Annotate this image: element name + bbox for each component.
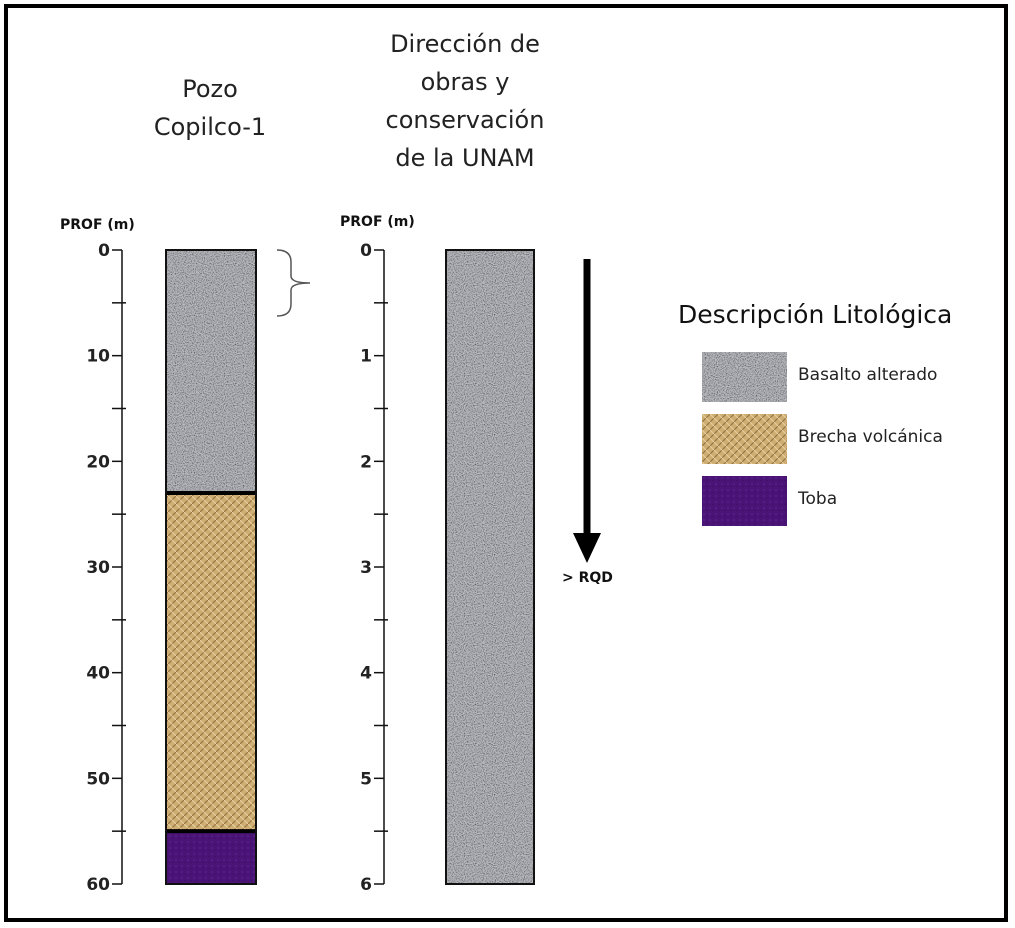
- well1-column: [165, 249, 257, 885]
- column-outline: [165, 249, 257, 885]
- legend-item-toba: Toba: [702, 476, 1002, 526]
- depth-tick-label: 0: [98, 241, 110, 261]
- legend-item-brecha: Brecha volcánica: [702, 414, 1002, 464]
- well2-title-line: de la UNAM: [395, 144, 535, 172]
- rqd-label: > RQD: [562, 570, 613, 586]
- legend-title: Descripción Litológica: [678, 300, 953, 329]
- depth-tick-label: 0: [360, 241, 372, 261]
- depth-tick-label: 20: [86, 452, 110, 472]
- layer-toba: [166, 831, 256, 884]
- well1-title-line: Copilco-1: [153, 113, 267, 141]
- legend-label: Toba: [798, 489, 838, 509]
- depth-tick-label: 4: [360, 664, 372, 684]
- well2-depth-label: PROF (m): [340, 214, 415, 230]
- depth-tick-label: 1: [360, 347, 372, 367]
- well1-title-line: Pozo: [182, 75, 238, 103]
- depth-bracket: [276, 249, 311, 317]
- brecha-swatch: [702, 414, 787, 464]
- depth-tick-label: 10: [86, 347, 110, 367]
- column-outline: [445, 249, 535, 885]
- depth-tick-label: 2: [360, 452, 372, 472]
- depth-tick-label: 6: [360, 875, 372, 895]
- well2-title-line: obras y: [420, 68, 510, 96]
- legend-item-basalto: Basalto alterado: [702, 352, 1002, 402]
- layer-brecha: [166, 493, 256, 832]
- depth-tick-label: 50: [86, 769, 110, 789]
- well2-axis: 0 1 2 3 4 5 6: [360, 241, 388, 895]
- depth-tick-label: 5: [360, 769, 372, 789]
- well1-depth-label: PROF (m): [60, 217, 135, 233]
- basalto-swatch: [702, 352, 787, 402]
- depth-tick-label: 40: [86, 664, 110, 684]
- toba-swatch: [702, 476, 787, 526]
- well1-title: Pozo Copilco-1: [110, 70, 310, 146]
- legend-label: Basalto alterado: [798, 365, 938, 385]
- layer-basalto: [166, 250, 256, 494]
- depth-tick-label: 30: [86, 558, 110, 578]
- depth-tick-label: 60: [86, 875, 110, 895]
- well2-column: [445, 249, 535, 885]
- well1-axis: 0 10 20 30 40 50 60: [86, 241, 126, 895]
- depth-tick-label: 3: [360, 558, 372, 578]
- rqd-arrow: [573, 259, 601, 563]
- legend-label: Brecha volcánica: [798, 427, 943, 447]
- well2-title: Dirección de obras y conservación de la …: [345, 25, 585, 177]
- well2-title-line: Dirección de: [390, 30, 540, 58]
- well2-title-line: conservación: [385, 106, 545, 134]
- layer-basalto: [446, 250, 534, 884]
